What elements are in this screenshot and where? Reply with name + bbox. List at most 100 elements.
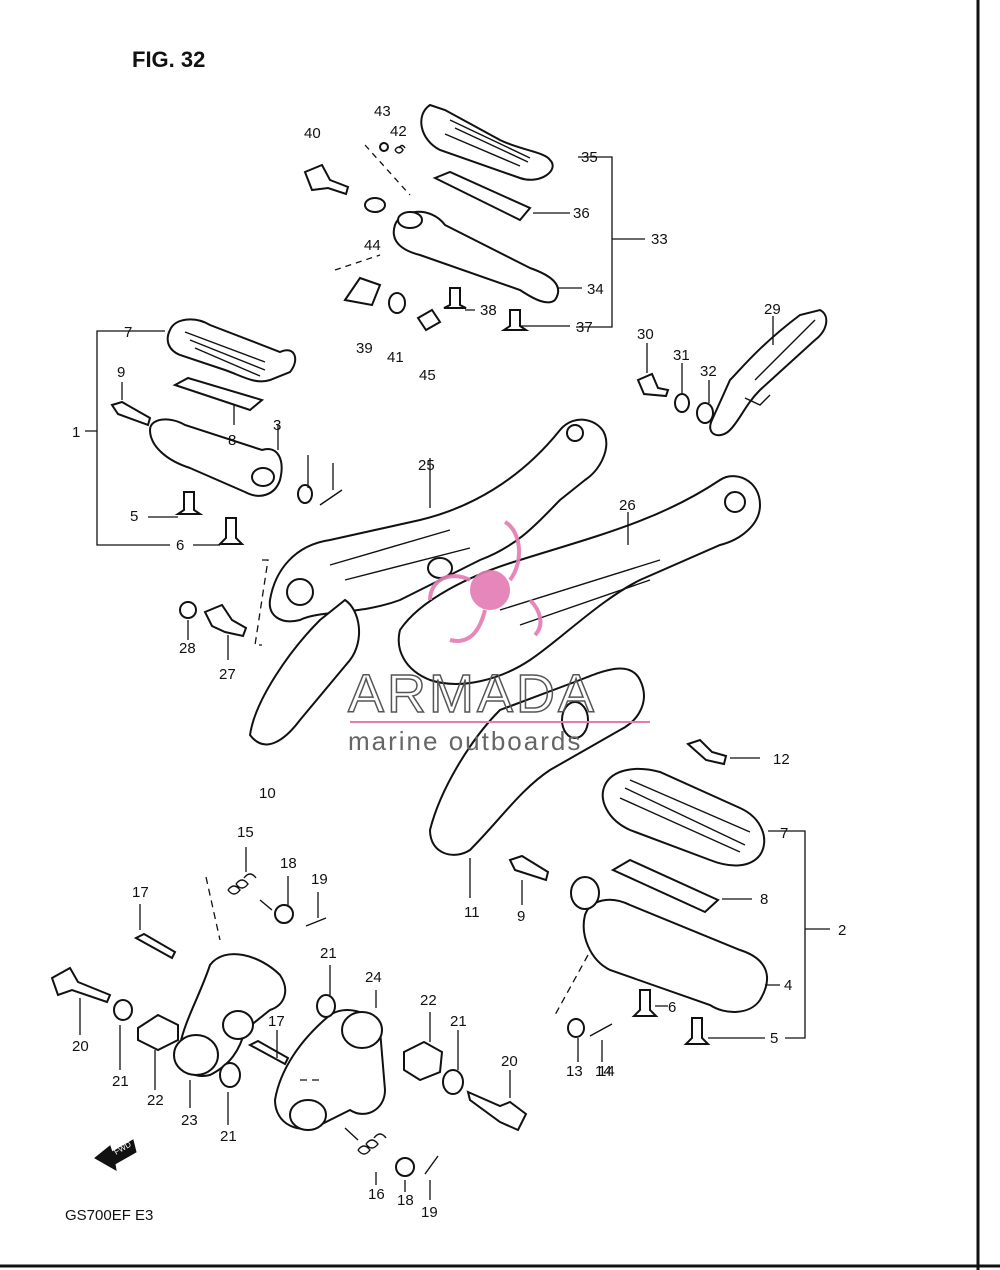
callout-38: 38 — [480, 302, 497, 319]
screw-5-left — [174, 491, 204, 515]
plate-29-detail — [744, 319, 816, 406]
callout-13: 13 — [566, 1063, 583, 1080]
logo-center — [470, 570, 510, 610]
bolt-27 — [203, 603, 248, 638]
callout-24: 24 — [365, 969, 382, 986]
bracket-10 — [248, 598, 361, 746]
ball-43 — [379, 142, 389, 152]
callout-44: 44 — [364, 237, 381, 254]
watermark-brand: ARMADA — [348, 664, 597, 724]
callout-41: 41 — [387, 349, 404, 366]
link-23-eye — [173, 1034, 219, 1076]
callout-17-repeat: 17 — [268, 1013, 285, 1030]
callout-14-repeat: 14 — [598, 1063, 615, 1080]
callout-6-repeat: 6 — [668, 999, 676, 1016]
fwd-arrow-icon — [94, 1139, 137, 1171]
bracket-4-pivot — [570, 876, 600, 910]
bracket-25-hole-b — [566, 424, 584, 442]
rubber-ribs-right — [619, 779, 751, 853]
assembly-dashed-lines — [334, 144, 411, 271]
pin-9-right — [508, 854, 550, 882]
callout-3: 3 — [273, 417, 281, 434]
callout-18-repeat: 18 — [397, 1192, 414, 1209]
washer-18-lower — [395, 1157, 415, 1177]
bracket-25 — [268, 418, 608, 623]
callout-15: 15 — [237, 824, 254, 841]
bolt-20-left — [50, 966, 112, 1004]
bolt-40 — [303, 163, 350, 196]
footrest-plate-36 — [432, 170, 532, 222]
cover-11 — [428, 667, 645, 856]
cotter-pin-14-left — [319, 489, 343, 506]
leader-lines-linkage — [79, 847, 511, 1200]
bushing-22-right — [403, 1040, 444, 1082]
callout-2: 2 — [838, 922, 846, 939]
callout-39: 39 — [356, 340, 373, 357]
screw-6-left — [217, 517, 245, 545]
callout-1: 1 — [72, 424, 80, 441]
washer-21-d — [442, 1069, 464, 1095]
washer-31 — [674, 393, 690, 413]
bushing-22-left — [137, 1013, 179, 1052]
callout-6: 6 — [176, 537, 184, 554]
callout-5: 5 — [130, 508, 138, 525]
front-footrest-left-group — [85, 318, 343, 546]
callout-36: 36 — [573, 205, 590, 222]
washer-41 — [388, 292, 406, 314]
callout-22: 22 — [147, 1092, 164, 1109]
frame-bracket-group — [248, 418, 762, 746]
logo-blades — [428, 520, 543, 643]
bracket-4-right — [582, 898, 769, 1013]
callout-19: 19 — [311, 871, 328, 888]
callout-20: 20 — [72, 1038, 89, 1055]
washer-32 — [696, 402, 714, 424]
callout-31: 31 — [673, 347, 690, 364]
cotter-pin-19-lower — [424, 1155, 439, 1175]
linkage-group — [50, 847, 528, 1200]
callout-33: 33 — [651, 231, 668, 248]
nut-28 — [179, 601, 197, 619]
leader-lines-top — [465, 212, 582, 327]
bracket-3-left — [148, 418, 283, 497]
bolt-20-right — [466, 1090, 528, 1132]
bolt-27-group — [179, 601, 248, 660]
watermark-logo-icon — [428, 520, 543, 643]
callout-18: 18 — [280, 855, 297, 872]
callout-30: 30 — [637, 326, 654, 343]
callout-21-repeat: 21 — [450, 1013, 467, 1030]
pin-17-right — [247, 1039, 290, 1066]
callout-21: 21 — [112, 1073, 129, 1090]
callout-19-repeat: 19 — [421, 1204, 438, 1221]
washer-21-c — [316, 994, 336, 1018]
cotter-pin-14-right — [589, 1023, 613, 1037]
bracket-3-pivot — [251, 467, 275, 487]
model-code: GS700EF E3 — [65, 1207, 153, 1224]
washer-21-a — [113, 999, 133, 1021]
plate-29 — [709, 308, 828, 437]
link-24-eye-b — [289, 1099, 327, 1131]
spring-16 — [344, 1127, 387, 1155]
bracket-line-2 — [521, 830, 830, 1062]
callout-28: 28 — [179, 640, 196, 657]
washer-44 — [364, 197, 386, 213]
leader-lines-29 — [646, 316, 774, 403]
callout-12: 12 — [773, 751, 790, 768]
callout-11: 11 — [464, 904, 480, 921]
callout-34: 34 — [587, 281, 604, 298]
plate-39 — [343, 276, 382, 307]
callout-9: 9 — [117, 364, 125, 381]
callout-17: 17 — [132, 884, 149, 901]
callout-10: 10 — [259, 785, 276, 802]
bracket-26 — [397, 475, 762, 685]
bolt-30 — [636, 372, 670, 398]
callout-8: 8 — [228, 432, 236, 449]
callout-4: 4 — [784, 977, 792, 994]
pin-17-left — [133, 932, 177, 960]
bracket-pivot — [397, 211, 423, 229]
callout-23: 23 — [181, 1112, 198, 1129]
bracket-ribs — [329, 529, 661, 626]
callout-26: 26 — [619, 497, 636, 514]
callout-7-repeat: 7 — [780, 825, 788, 842]
